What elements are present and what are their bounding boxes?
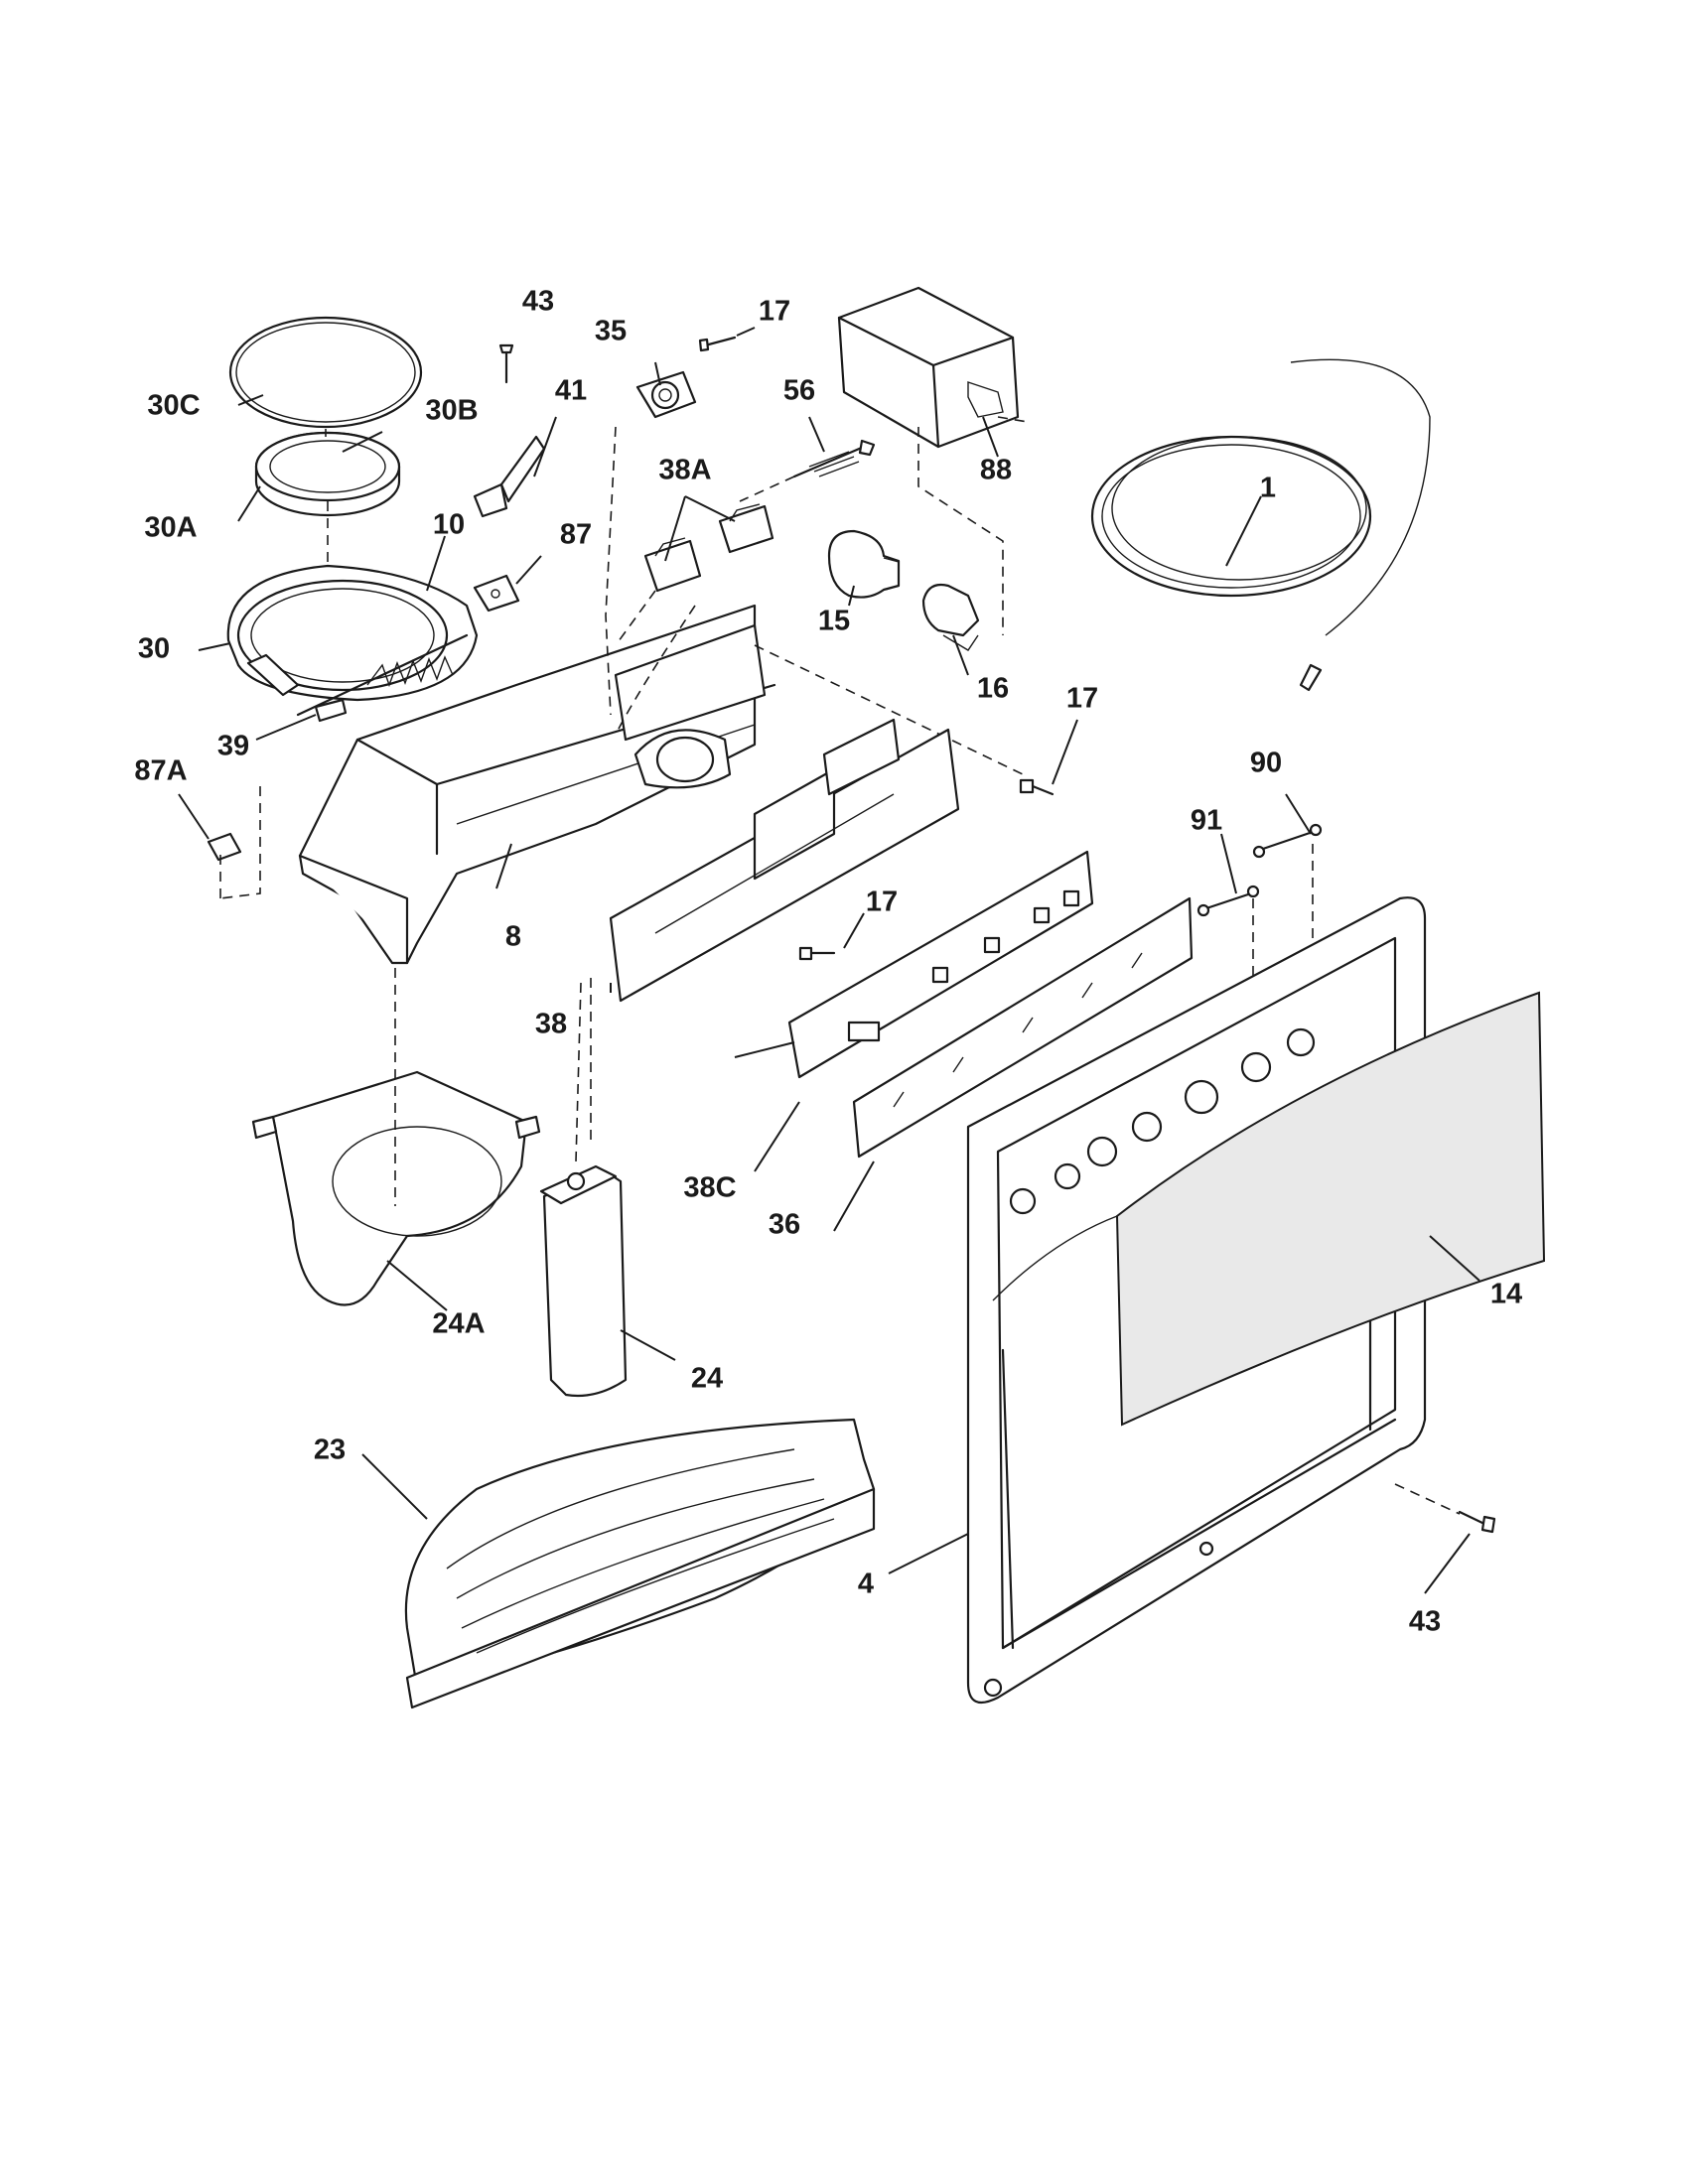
callout-4: 4 [858,1569,874,1600]
clip-87a [207,832,242,862]
callout-91: 91 [1191,805,1222,837]
callout-36: 36 [769,1209,800,1241]
callout-87a: 87A [134,755,187,787]
callout-17-top: 17 [759,296,790,328]
flapper-24 [539,1164,628,1398]
screw-43-top [498,343,514,384]
ring-housing-30 [226,564,479,702]
callout-labels: 43 35 17 30C 30B 41 56 88 38A 1 30A 10 8… [134,286,1522,1638]
board-38c [787,850,1094,1079]
bracket-41 [473,435,546,518]
leader-lines [178,327,1480,1594]
callout-38c: 38C [683,1172,736,1204]
pin-39 [314,698,348,723]
callout-43-top: 43 [522,286,554,318]
callout-15: 15 [818,606,850,637]
screw-56 [792,439,876,478]
screw-17-right [1019,778,1055,796]
tube-coil-1 [1090,358,1431,692]
screw-43-bottom [1458,1510,1496,1534]
callout-38: 38 [535,1009,567,1040]
callout-30c: 30C [147,390,200,422]
pin-91 [1196,885,1260,917]
callout-16: 16 [977,673,1009,705]
switch-38a [643,503,774,593]
switch-35 [635,370,697,419]
cover-box-88 [837,286,1020,449]
callout-90: 90 [1250,748,1282,779]
clip-87 [473,574,520,613]
chute-24a [251,1070,541,1306]
callout-56: 56 [783,375,815,407]
callout-17-right: 17 [1066,683,1098,715]
bulb-15 [827,529,901,599]
callout-35: 35 [595,316,627,347]
callout-1: 1 [1260,473,1276,504]
drip-tray-23 [404,1418,876,1709]
callout-30: 30 [138,633,170,665]
callout-17-mid: 17 [866,887,898,918]
callout-23: 23 [314,1434,346,1466]
callout-24a: 24A [432,1308,485,1340]
pin-90 [1252,823,1323,859]
spring-10 [296,633,469,717]
callout-38a: 38A [658,455,711,486]
gasket-ring-30c [228,316,423,429]
callout-8: 8 [505,921,521,953]
callout-87: 87 [560,519,592,551]
screw-17-mid [798,946,836,961]
cap-30a-30b [254,431,401,517]
callout-39: 39 [217,731,249,762]
callout-88: 88 [980,455,1012,486]
circuit-board-38 [609,718,960,1003]
callout-30a: 30A [144,512,197,544]
bracket-36 [852,896,1194,1159]
screw-17-top [698,336,737,352]
socket-16 [921,583,980,651]
panel-14 [992,991,1546,1427]
callout-14: 14 [1490,1279,1522,1310]
callout-30b: 30B [425,395,478,427]
callout-41: 41 [555,375,587,407]
callout-24: 24 [691,1363,723,1395]
chute-housing-8 [298,604,776,965]
callout-43-bottom: 43 [1409,1606,1441,1638]
callout-10: 10 [433,509,465,541]
